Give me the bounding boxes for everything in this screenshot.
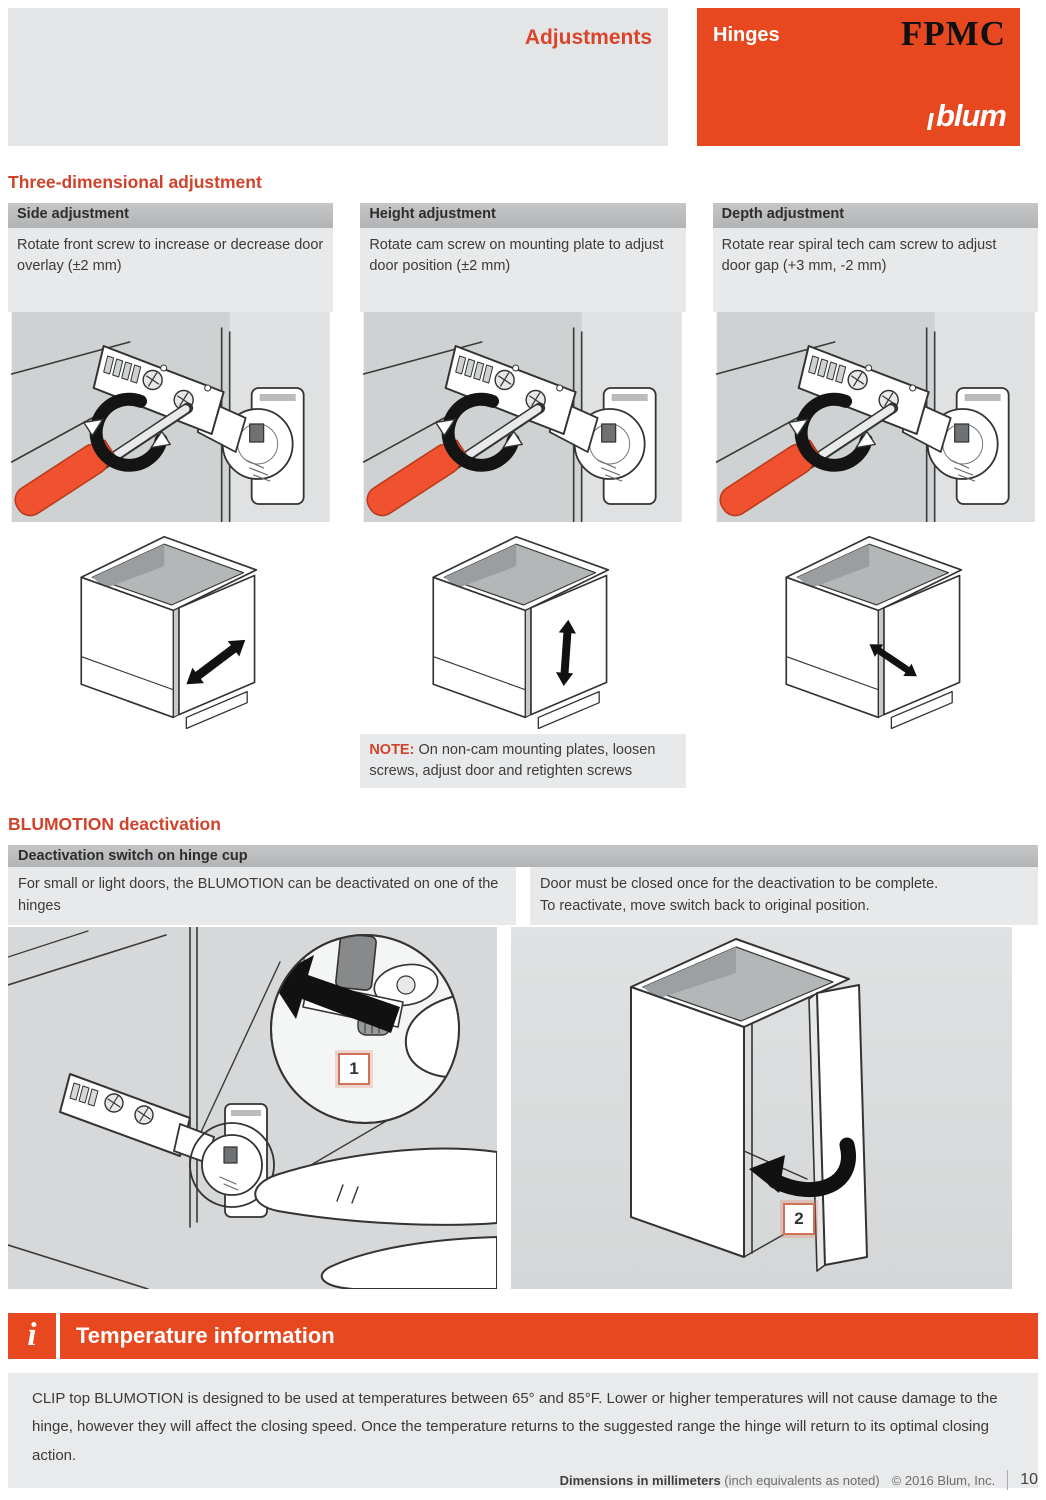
- note-label: NOTE:: [369, 742, 415, 758]
- blumotion-right-line1: Door must be closed once for the deactiv…: [540, 876, 939, 893]
- blumotion-title: BLUMOTION deactivation: [8, 814, 221, 835]
- depth-adjustment-cabinet-illustration: [712, 522, 1038, 734]
- copyright: © 2016 Blum, Inc.: [891, 1472, 996, 1488]
- height-adjustment-cabinet-illustration: [360, 522, 686, 734]
- header-section-label: Adjustments: [524, 26, 652, 49]
- column-height-adjustment: Height adjustment Rotate cam screw on mo…: [360, 203, 686, 789]
- depth-adjustment-text: Rotate rear spiral tech cam screw to adj…: [712, 228, 1038, 312]
- step-1-badge: 1: [338, 1052, 370, 1085]
- blum-logo: blum: [926, 98, 1007, 134]
- column-depth-adjustment: Depth adjustment Rotate rear spiral tech…: [712, 203, 1038, 788]
- deactivation-bar: Deactivation switch on hinge cup: [8, 845, 1038, 868]
- blumotion-texts: For small or light doors, the BLUMOTION …: [8, 867, 1038, 925]
- page-number: 10: [1020, 1471, 1038, 1488]
- side-adjustment-text: Rotate front screw to increase or decrea…: [8, 228, 334, 312]
- header-section-box: Adjustments: [8, 8, 668, 146]
- blumotion-left-text: For small or light doors, the BLUMOTION …: [8, 867, 516, 925]
- depth-adjustment-hinge-illustration: [713, 312, 1038, 522]
- switch-detail-drawing: [8, 926, 497, 1289]
- dimensions-note: Dimensions in millimeters (inch equivale…: [560, 1473, 880, 1488]
- blumotion-illustrations: 1 2: [8, 926, 1038, 1289]
- three-dim-title: Three-dimensional adjustment: [8, 172, 262, 192]
- temperature-title: Temperature information: [60, 1312, 1038, 1359]
- blumotion-right-text: Door must be closed once for the deactiv…: [530, 867, 1038, 925]
- header-product-code: FPMC: [900, 14, 1006, 53]
- non-cam-note: NOTE: On non-cam mounting plates, loosen…: [360, 734, 686, 789]
- adjustment-columns: Side adjustment Rotate front screw to in…: [8, 203, 1038, 789]
- page-footer: Dimensions in millimeters (inch equivale…: [560, 1470, 1038, 1490]
- depth-adjustment-header: Depth adjustment: [712, 203, 1038, 228]
- page-header: Adjustments Hinges FPMC blum: [8, 8, 1038, 146]
- door-close-illustration: 2: [511, 926, 1012, 1289]
- dimensions-bold: Dimensions in millimeters: [559, 1472, 721, 1488]
- blum-logo-text: blum: [935, 98, 1007, 133]
- dimensions-rest: (inch equivalents as noted): [720, 1472, 880, 1488]
- header-category-label: Hinges: [713, 24, 780, 46]
- height-adjustment-hinge-illustration: [360, 312, 685, 522]
- height-adjustment-header: Height adjustment: [360, 203, 686, 228]
- note-text: On non-cam mounting plates, loosen screw…: [369, 742, 656, 780]
- side-adjustment-cabinet-illustration: [8, 522, 334, 734]
- temperature-body: CLIP top BLUMOTION is designed to be use…: [8, 1372, 1038, 1489]
- step-2-badge: 2: [783, 1202, 815, 1235]
- header-brand-box: Hinges FPMC blum: [697, 8, 1020, 146]
- temperature-banner: i Temperature information: [8, 1312, 1038, 1359]
- blum-logo-mark: [926, 113, 934, 130]
- footer-divider: [1007, 1470, 1009, 1490]
- deactivation-switch-illustration: 1: [8, 926, 497, 1289]
- side-adjustment-header: Side adjustment: [8, 203, 334, 228]
- blumotion-right-line2: To reactivate, move switch back to origi…: [540, 897, 870, 914]
- info-icon: i: [8, 1312, 56, 1359]
- column-side-adjustment: Side adjustment Rotate front screw to in…: [8, 203, 334, 788]
- door-close-drawing: [630, 937, 868, 1272]
- height-adjustment-text: Rotate cam screw on mounting plate to ad…: [360, 228, 686, 312]
- side-adjustment-hinge-illustration: [8, 312, 333, 522]
